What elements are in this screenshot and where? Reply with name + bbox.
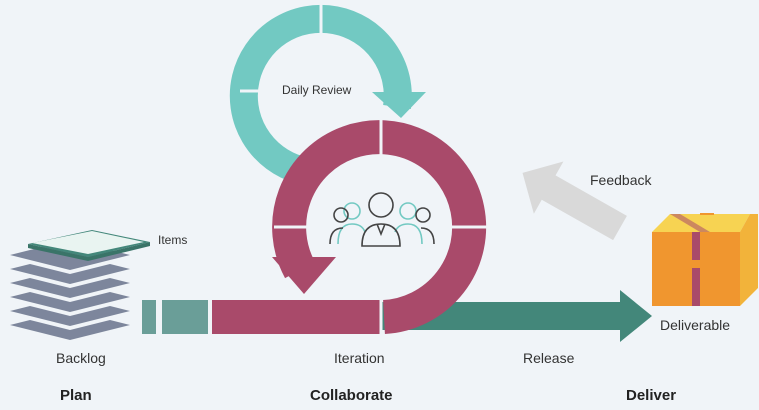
team-icon: [329, 192, 435, 247]
iteration-label: Iteration: [334, 350, 385, 366]
stage-plan: Plan: [60, 387, 92, 404]
release-label: Release: [523, 350, 575, 366]
backlog-stack-icon: [10, 230, 150, 340]
backlog-label: Backlog: [56, 350, 106, 366]
daily-review-cycle: [229, 0, 426, 184]
feedback-label: Feedback: [590, 172, 652, 188]
deliverable-label: Deliverable: [660, 317, 731, 333]
items-label: Items: [158, 233, 188, 247]
feedback-arrow: [522, 161, 627, 241]
progress-block-1: [142, 300, 156, 334]
stage-deliver: Deliver: [626, 387, 677, 404]
daily-review-label: Daily Review: [282, 83, 352, 97]
iteration-bar: [212, 300, 382, 334]
stage-collaborate: Collaborate: [310, 387, 393, 404]
iteration-cycle: [212, 118, 498, 338]
deliverable-box-icon: [652, 213, 758, 306]
progress-block-2: [162, 300, 208, 334]
